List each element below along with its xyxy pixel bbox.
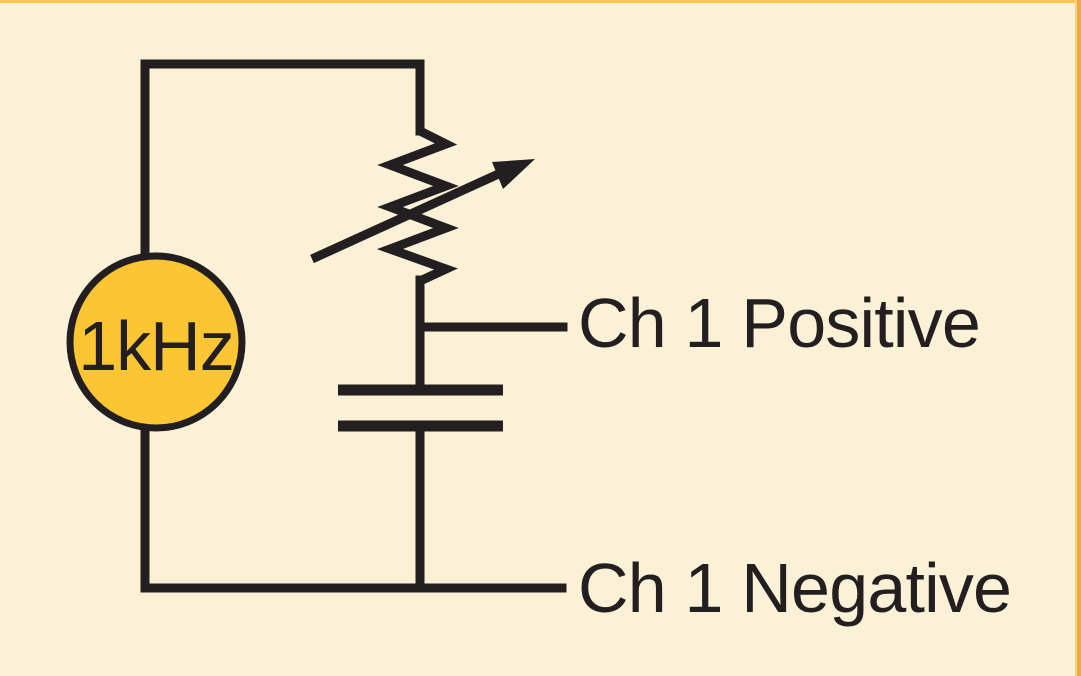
resistor-arrow-head xyxy=(492,159,535,189)
ch1-negative-label: Ch 1 Negative xyxy=(578,549,1011,627)
ac-source-label: 1kHz xyxy=(78,307,233,385)
ac-source: 1kHz xyxy=(66,252,246,432)
resistor-zigzag xyxy=(376,126,459,286)
figure-border-right-inner xyxy=(1075,0,1077,676)
resistor-arrow-shaft xyxy=(310,166,507,264)
figure-border-right xyxy=(1077,0,1081,676)
variable-resistor xyxy=(310,126,535,286)
wire-source-to-bottom xyxy=(140,423,567,593)
ch1-positive-label: Ch 1 Positive xyxy=(578,284,980,362)
figure-border-top xyxy=(0,0,1081,3)
capacitor xyxy=(338,384,503,432)
ac-source-circle xyxy=(66,252,246,432)
wires xyxy=(140,59,568,593)
wire-top-loop xyxy=(140,59,425,262)
